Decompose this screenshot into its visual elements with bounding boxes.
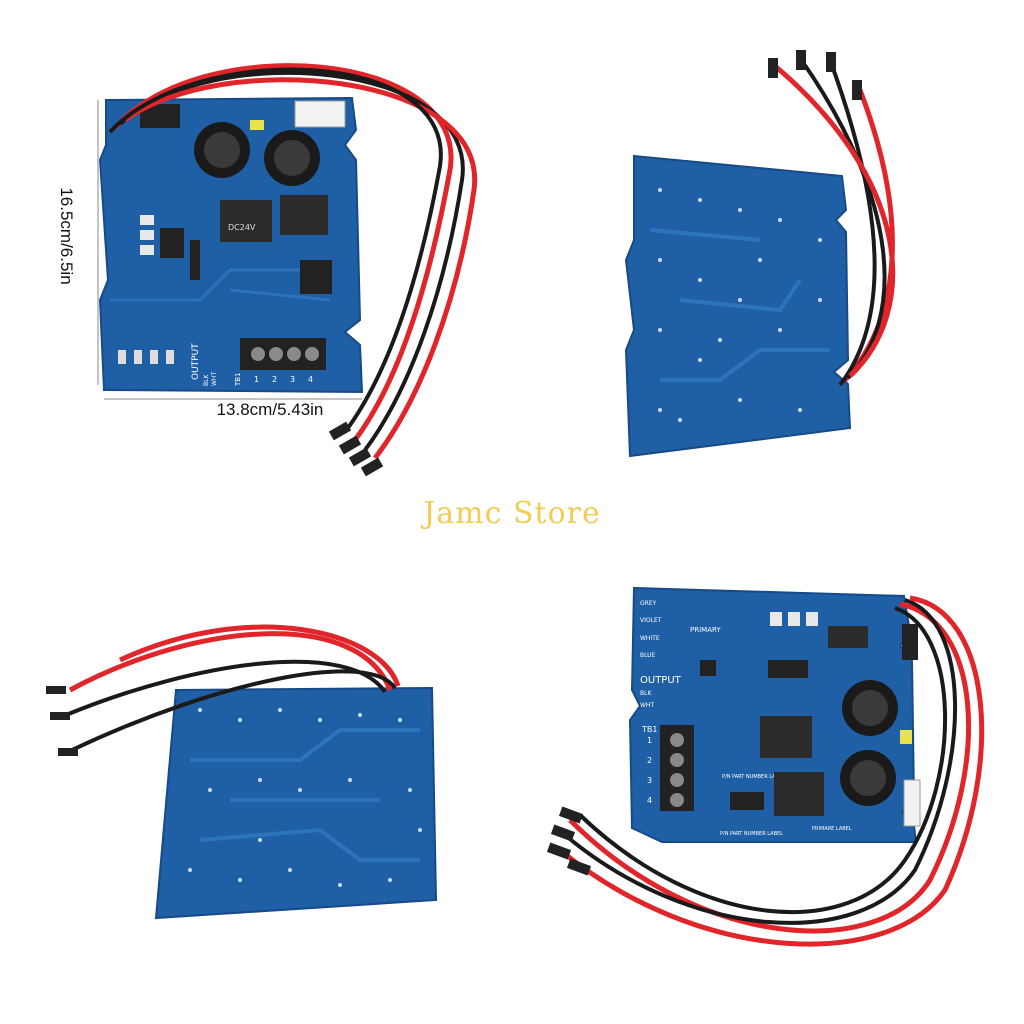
svg-text:4: 4 [308,375,313,384]
relay-marking: DC24V [228,223,256,232]
black-wire [65,659,387,717]
height-dimension-label: 16.5cm/6.5in [57,187,76,285]
red-wire [123,77,478,460]
pcb-board [154,686,438,920]
wire-terminal [546,842,572,860]
wire-terminal [826,52,836,72]
wire-terminal [550,824,576,842]
relay [280,195,328,235]
svg-text:BLK: BLK [640,690,652,697]
red-wire [568,601,972,934]
wire-terminal [796,50,806,70]
svg-text:WHT: WHT [211,372,218,386]
wire-terminal [58,748,78,756]
red-wire [118,624,401,687]
relay [828,626,868,648]
white-connector [294,100,346,128]
wire-terminal [328,421,352,441]
board-front-top-left: DC24V 1 2 3 4 OUTPUT TB1 BLK WHT [97,63,478,477]
svg-text:VIOLET: VIOLET [640,617,662,624]
output-label: OUTPUT [191,343,201,380]
board-front-bottom-right: GREY VIOLET WHITE BLUE PRIMARY OUTPUT BL… [546,586,985,947]
relay [760,716,812,758]
red-wire [773,64,896,378]
black-wire [798,56,887,380]
svg-text:3: 3 [647,776,652,785]
svg-text:2: 2 [647,756,652,765]
wire-terminal [348,447,372,467]
black-wire [578,606,947,915]
svg-text:BLUE: BLUE [640,652,656,659]
relay [220,200,272,242]
wire-terminal [338,435,362,455]
black-connector [902,624,918,660]
board-back-bottom-left [46,624,438,920]
relay [774,772,824,816]
svg-text:WHITE: WHITE [640,635,660,642]
wire-terminal [768,58,778,78]
svg-text:BLK: BLK [203,374,210,386]
black-wire [108,67,443,434]
red-wire [113,63,454,442]
store-watermark: Jamc Store [423,496,601,531]
wire-terminal [566,858,592,876]
tb1-label: TB1 [234,372,242,387]
svg-text:1: 1 [647,736,652,745]
wire-terminal [558,806,584,824]
svg-text:2: 2 [272,375,277,384]
primary-label: PRIMARY [690,626,721,634]
primare-label: PRIMARE LABEL [812,826,852,832]
output-label: OUTPUT [640,675,682,686]
wire-terminal [852,80,862,100]
wire-terminal [360,457,384,477]
width-dimension-label: 13.8cm/5.43in [216,400,324,419]
svg-text:3: 3 [290,375,295,384]
red-wire [558,595,985,947]
black-wire [563,598,958,925]
part-number-label: P/N PART NUMBER LABEL [720,831,783,837]
red-wire [68,631,393,693]
svg-text:1: 1 [254,375,259,384]
black-wire [71,669,397,752]
black-wire [828,59,877,387]
svg-text:GREY: GREY [640,600,657,607]
wire-terminal [46,686,66,694]
svg-text:4: 4 [647,796,652,805]
svg-text:WHT: WHT [640,702,654,709]
white-connector [903,779,921,827]
tb1-label: TB1 [641,725,657,734]
black-wire [118,70,465,452]
part-number-label: P/N PART NUMBER LABEL [722,774,785,780]
wire-terminal [50,712,70,720]
board-back-top-right [624,50,896,458]
